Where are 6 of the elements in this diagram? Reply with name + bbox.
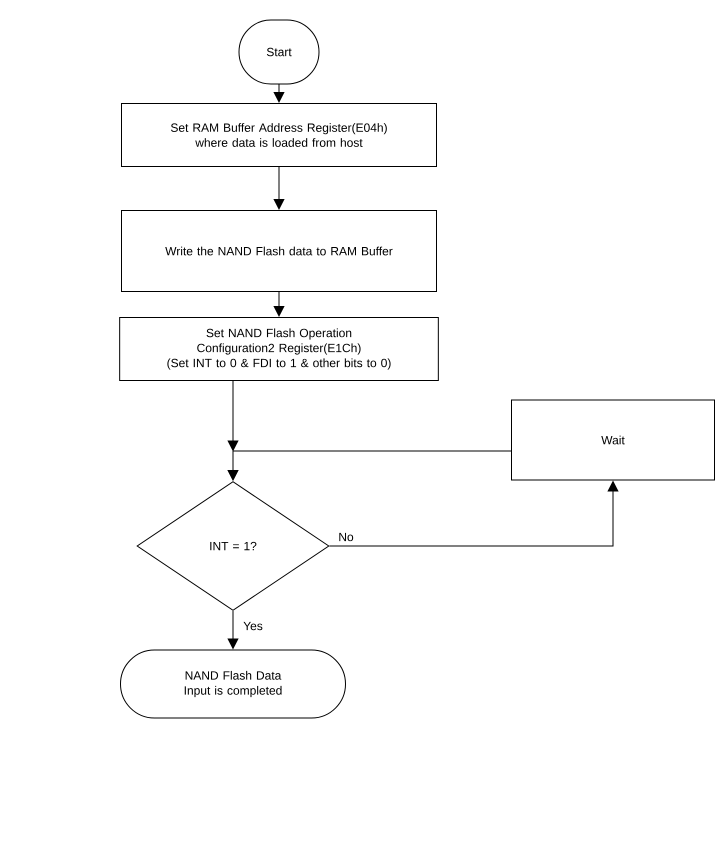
process-box: Set NAND Flash Operation Configuration2 Register(E1Ch) (Set INT to 0 & FDI to 1 & other bits to 0): [119, 317, 439, 381]
edge-label: No: [337, 532, 355, 542]
process-box: Write the NAND Flash data to RAM Buffer: [121, 210, 437, 292]
process-box: Wait: [511, 400, 715, 480]
edge-label: Yes: [242, 620, 264, 632]
process-box: Set RAM Buffer Address Register(E04h) where data is loaded from host: [121, 103, 437, 167]
